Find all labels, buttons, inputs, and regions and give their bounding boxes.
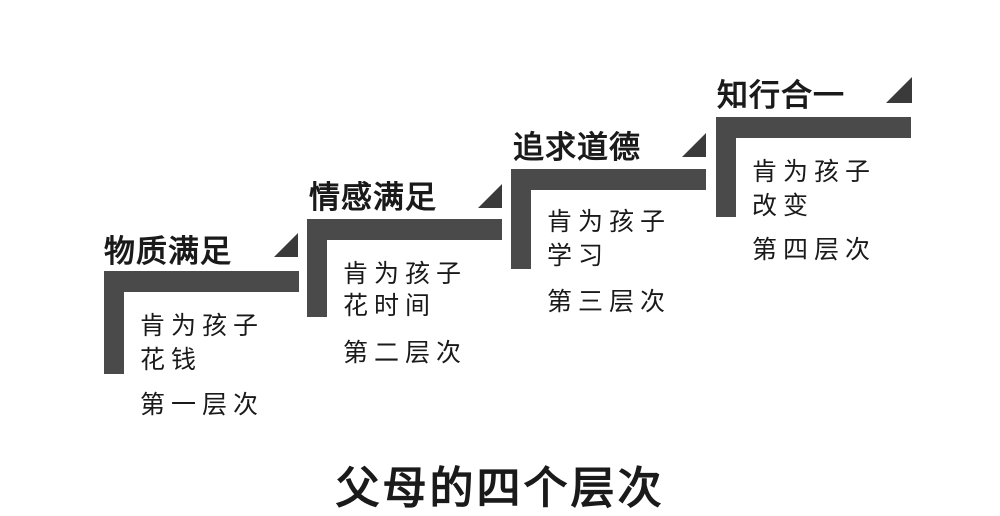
step-4-heading: 知行合一 <box>717 78 845 114</box>
step-4-triangle-icon <box>886 77 912 103</box>
step-2-line-2: 花时间 <box>343 291 437 320</box>
step-4-line-1: 肯为孩子 <box>752 157 877 186</box>
step-3-line-2: 学习 <box>547 241 610 270</box>
step-4-level: 第四层次 <box>752 235 877 264</box>
step-1-bracket-top <box>104 271 299 292</box>
step-1-line-2: 花钱 <box>140 345 203 374</box>
step-2-bracket-side <box>307 219 327 317</box>
step-1-bracket-side <box>104 271 124 374</box>
step-3-heading: 追求道德 <box>513 130 641 166</box>
step-3-line-1: 肯为孩子 <box>547 207 672 236</box>
step-3-bracket-side <box>511 169 531 269</box>
step-2-bracket-top <box>307 219 502 240</box>
step-1-level: 第一层次 <box>140 390 265 419</box>
step-2-level: 第二层次 <box>343 338 468 367</box>
step-3-bracket-top <box>511 169 706 190</box>
step-1-line-1: 肯为孩子 <box>140 311 265 340</box>
step-3-level: 第三层次 <box>547 287 672 316</box>
step-4-line-2: 改变 <box>752 191 815 220</box>
diagram-title: 父母的四个层次 <box>335 463 665 514</box>
step-3-triangle-icon <box>682 133 706 157</box>
step-2-line-1: 肯为孩子 <box>343 259 468 288</box>
step-1-triangle-icon <box>274 233 298 257</box>
step-2-heading: 情感满足 <box>309 180 437 216</box>
step-2-triangle-icon <box>478 184 502 208</box>
step-4-bracket-top <box>716 117 911 138</box>
step-4-bracket-side <box>716 117 736 217</box>
step-1-heading: 物质满足 <box>104 234 232 270</box>
